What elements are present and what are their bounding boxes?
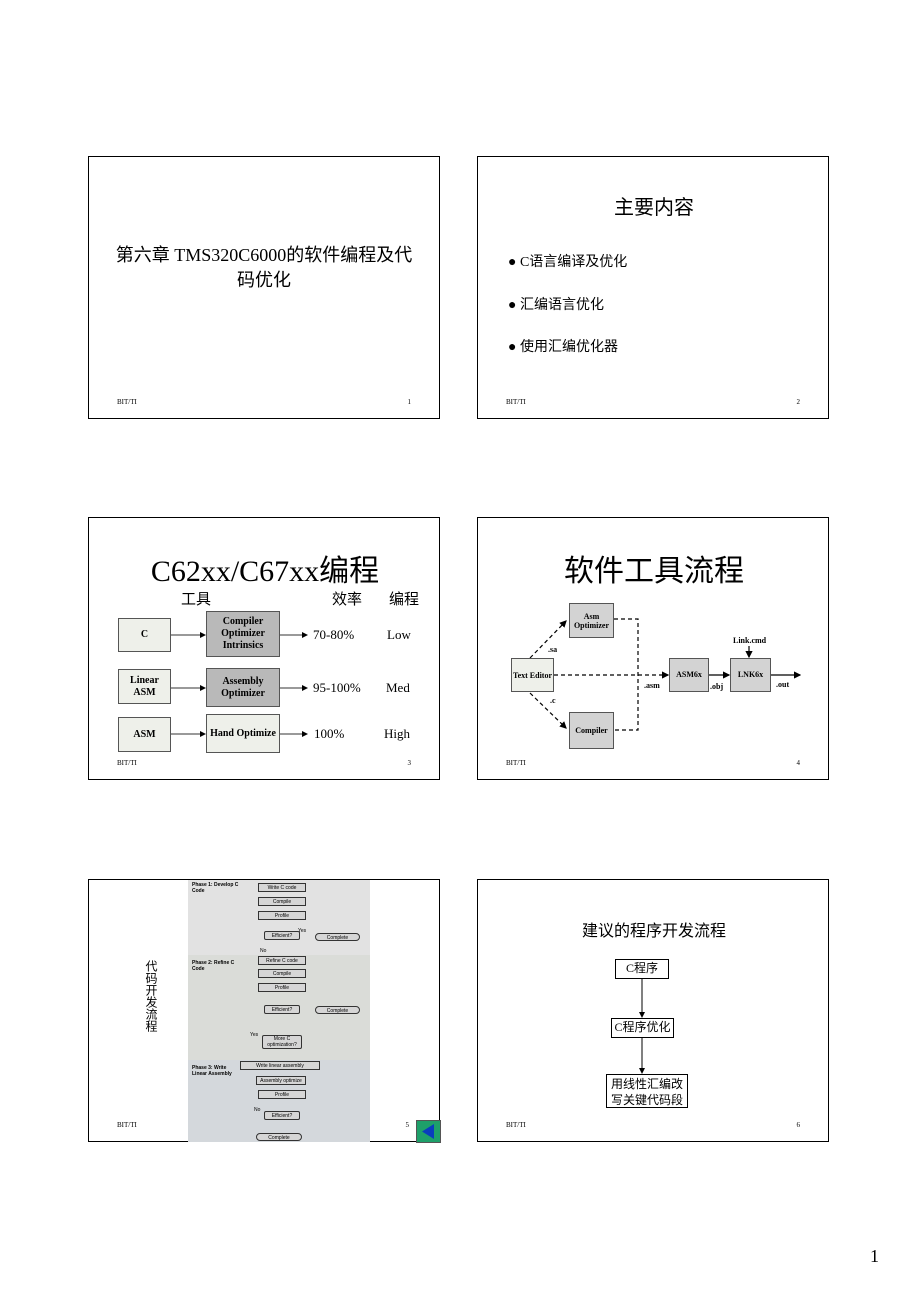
slide-6: 建议的程序开发流程 C程序 C程序优化 用线性汇编改写关键代码段 BIT/TI … bbox=[477, 879, 829, 1142]
out-label: .out bbox=[776, 680, 790, 689]
arrows bbox=[171, 632, 308, 737]
step-box: 用线性汇编改写关键代码段 bbox=[606, 1074, 688, 1108]
flowchart: Phase 1: Develop C Code Phase 2: Refine … bbox=[188, 880, 370, 1142]
source-box: C bbox=[118, 618, 171, 652]
header-effort: 编程 bbox=[389, 592, 420, 608]
slide-title: 软件工具流程 bbox=[564, 555, 744, 588]
header-efficiency: 效率 bbox=[332, 592, 363, 608]
efficient-decision: Efficient? bbox=[264, 1005, 300, 1014]
slide-footer: BIT/TI bbox=[117, 1121, 137, 1129]
slide-number: 5 bbox=[405, 1121, 410, 1129]
no-label: No bbox=[260, 948, 267, 954]
asm-optimizer-box: Asm Optimizer bbox=[569, 603, 614, 638]
effort-value: Med bbox=[386, 680, 410, 695]
previous-slide-button[interactable] bbox=[416, 1120, 441, 1143]
complete-box: Complete bbox=[315, 933, 360, 941]
yes-label: Yes bbox=[250, 1032, 259, 1038]
phase-2-label: Phase 2: Refine C Code bbox=[192, 960, 235, 972]
efficiency-value: 95-100% bbox=[313, 680, 361, 695]
source-box: ASM bbox=[118, 717, 171, 752]
yes-label: Yes bbox=[298, 928, 307, 934]
page-number: 1 bbox=[870, 1246, 879, 1266]
effort-value: High bbox=[384, 726, 410, 741]
asm-label: .asm bbox=[644, 681, 660, 690]
bullet-text: C语言编译及优化 bbox=[519, 255, 628, 270]
slide-1: 第六章 TMS320C6000的软件编程及代码优化 BIT/TI 1 bbox=[88, 156, 440, 419]
lnk6x-box: LNK6x bbox=[730, 658, 771, 692]
header-tools: 工具 bbox=[181, 592, 212, 608]
efficient-decision: Efficient? bbox=[264, 1111, 300, 1120]
bullet-item: ● C语言编译及优化 bbox=[508, 255, 628, 270]
asm6x-box: ASM6x bbox=[669, 658, 709, 692]
slide-number: 1 bbox=[407, 398, 412, 406]
left-triangle-icon bbox=[422, 1124, 434, 1139]
slide-number: 4 bbox=[796, 759, 801, 767]
slide-footer: BIT/TI bbox=[506, 1121, 526, 1129]
slide-title: 代码开发流程 bbox=[144, 960, 158, 1032]
slide-number: 3 bbox=[407, 759, 412, 767]
slide-footer: BIT/TI bbox=[506, 759, 526, 767]
slide-number: 6 bbox=[796, 1121, 801, 1129]
slide-3: C62xx/C67xx编程 工具 效率 编程 C Compiler Optimi… bbox=[88, 517, 440, 780]
slide-number: 2 bbox=[796, 398, 801, 406]
step-box: C程序优化 bbox=[611, 1018, 674, 1038]
profile-box: Profile bbox=[258, 911, 306, 920]
sa-label: .sa bbox=[548, 645, 558, 654]
slide-footer: BIT/TI bbox=[117, 398, 137, 406]
compile-box: Compile bbox=[258, 969, 306, 978]
text-editor-box: Text Editor bbox=[511, 658, 554, 692]
slide-footer: BIT/TI bbox=[117, 759, 137, 767]
assembly-optimize-box: Assembly optimize bbox=[256, 1076, 306, 1085]
efficiency-value: 70-80% bbox=[313, 627, 355, 642]
obj-label: .obj bbox=[710, 682, 724, 691]
refine-c-box: Refine C code bbox=[258, 956, 306, 965]
more-c-decision: More C optimization? bbox=[262, 1035, 302, 1049]
flow-lines bbox=[529, 618, 802, 731]
write-linear-box: Write linear assembly bbox=[240, 1061, 320, 1070]
complete-box: Complete bbox=[256, 1133, 302, 1141]
no-label: No bbox=[254, 1107, 261, 1113]
complete-box: Complete bbox=[315, 1006, 360, 1014]
profile-box: Profile bbox=[258, 1090, 306, 1099]
phase-1-label: Phase 1: Develop C Code bbox=[192, 882, 239, 894]
step-box: C程序 bbox=[615, 959, 669, 979]
effort-value: Low bbox=[387, 627, 411, 642]
step-arrows bbox=[639, 979, 645, 1074]
bullet-text: 使用汇编优化器 bbox=[519, 340, 618, 355]
slide-2: 主要内容 ● C语言编译及优化 ● 汇编语言优化 ● 使用汇编优化器 BIT/T… bbox=[477, 156, 829, 419]
compiler-box: Compiler bbox=[569, 712, 614, 749]
slide-title: 主要内容 bbox=[614, 197, 694, 219]
source-box: Linear ASM bbox=[118, 669, 171, 704]
tool-box: Hand Optimize bbox=[206, 714, 280, 753]
slide-5: 代码开发流程 Phase 1: Develop C Code Phase 2: … bbox=[88, 879, 441, 1143]
phase-3-label: Phase 3: Write Linear Assembly bbox=[192, 1065, 232, 1077]
slide-title: 第六章 TMS320C6000的软件编程及代码优化 bbox=[115, 245, 413, 290]
efficiency-value: 100% bbox=[314, 726, 345, 741]
slide-title: C62xx/C67xx编程 bbox=[150, 555, 380, 588]
tool-box: Assembly Optimizer bbox=[206, 668, 280, 707]
profile-box: Profile bbox=[258, 983, 306, 992]
efficient-decision: Efficient? bbox=[264, 931, 300, 940]
compile-box: Compile bbox=[258, 897, 306, 906]
phase-3-band bbox=[188, 1060, 370, 1142]
write-c-box: Write C code bbox=[258, 883, 306, 892]
slide-title: 建议的程序开发流程 bbox=[581, 923, 726, 940]
bullet-item: ● 汇编语言优化 bbox=[508, 298, 604, 313]
slide-footer: BIT/TI bbox=[506, 398, 526, 406]
bullet-text: 汇编语言优化 bbox=[519, 298, 604, 313]
tool-box: Compiler Optimizer Intrinsics bbox=[206, 611, 280, 657]
bullet-item: ● 使用汇编优化器 bbox=[508, 340, 618, 355]
slide-4: 软件工具流程 Asm Optimizer Text Editor Compile… bbox=[477, 517, 829, 780]
c-label: .c bbox=[550, 696, 556, 705]
link-cmd-label: Link.cmd bbox=[733, 636, 767, 645]
